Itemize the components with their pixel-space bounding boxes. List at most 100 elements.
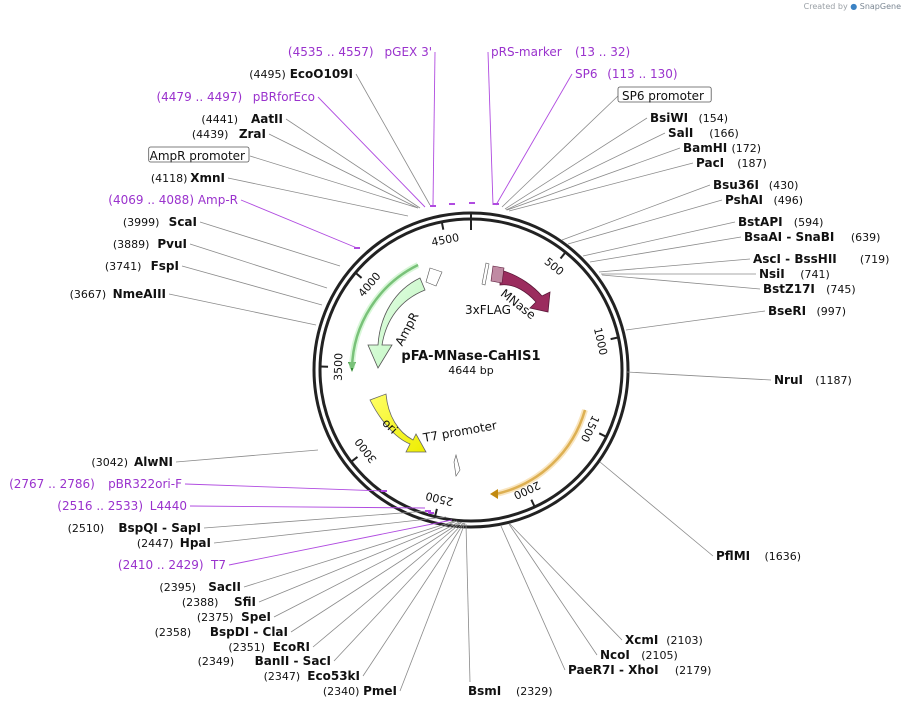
site-pos: (639)	[851, 231, 881, 244]
leader	[599, 461, 714, 557]
left-label-3[interactable]: AatII(4441)	[201, 112, 283, 126]
right-label-1[interactable]: SP6(113 .. 130)	[575, 67, 678, 81]
right-label-11[interactable]: AscI - BssHII(719)	[753, 252, 889, 266]
site-name: SacII	[208, 580, 241, 594]
leader	[181, 265, 323, 306]
site-pos: (1636)	[765, 550, 802, 563]
left-label-2[interactable]: pBRforEco(4479 .. 4497)	[156, 90, 315, 104]
site-pos: (2395)	[159, 581, 196, 594]
left-label-7[interactable]: Amp-R(4069 .. 4088)	[108, 193, 238, 207]
arc-green-glow	[349, 262, 420, 369]
feature-mnase-arrow[interactable]	[499, 269, 551, 313]
feature-small-box	[481, 262, 490, 286]
feature-ampr-arrow[interactable]	[367, 277, 426, 369]
left-label-10[interactable]: FspI(3741)	[105, 259, 179, 273]
leader	[399, 522, 466, 692]
left-label-11[interactable]: NmeAIII(3667)	[70, 287, 166, 301]
left-label-22[interactable]: EcoRI(2351)	[228, 640, 310, 654]
left-label-8[interactable]: ScaI(3999)	[123, 215, 197, 229]
leader	[317, 96, 426, 208]
left-label-23[interactable]: BanII - SacI(2349)	[198, 654, 331, 668]
left-label-15[interactable]: BspQI - SapI(2510)	[68, 521, 201, 535]
left-label-25[interactable]: PmeI(2340)	[323, 684, 397, 698]
feature-name: T7	[210, 558, 226, 572]
left-label-17[interactable]: T7(2410 .. 2429)	[118, 558, 226, 572]
feature-label-t7-promoter: T7 promoter	[421, 418, 498, 445]
leader	[249, 155, 419, 209]
arc-orange-glow	[495, 409, 588, 497]
site-pos: (2347)	[264, 670, 301, 683]
label-layer: pGEX 3'(4535 .. 4557) EcoO109I(4495) pBRfo…	[9, 45, 889, 698]
left-label-19[interactable]: SfiI(2388)	[182, 595, 256, 609]
credit-prefix: Created by	[803, 2, 848, 11]
leader	[273, 521, 460, 618]
right-label-4[interactable]: SalI(166)	[668, 126, 739, 140]
right-label-5[interactable]: BamHI (172)	[683, 141, 761, 155]
right-label-6[interactable]: PacI (187)	[696, 156, 767, 170]
site-pos: (2375)	[197, 611, 234, 624]
right-label-2[interactable]: SP6 promoter	[617, 86, 712, 103]
left-label-16[interactable]: HpaI(2447)	[137, 536, 211, 550]
right-label-18[interactable]: NcoI(2105)	[600, 648, 678, 662]
feature-3xflag-arrow[interactable]	[490, 265, 505, 284]
site-pos: (4118)	[151, 172, 188, 185]
left-label-9[interactable]: PvuI(3889)	[113, 237, 187, 251]
site-name: NcoI	[600, 648, 630, 662]
right-label-7[interactable]: Bsu36I(430)	[713, 178, 798, 192]
tick-1000	[610, 336, 619, 341]
right-label-3[interactable]: BsiWI(154)	[650, 111, 728, 125]
left-label-18[interactable]: SacII (2395)	[159, 580, 241, 594]
site-name: BamHI	[683, 141, 727, 155]
site-name: HpaI	[180, 536, 211, 550]
right-label-8[interactable]: PshAI(496)	[725, 193, 803, 207]
left-label-24[interactable]: Eco53kI(2347)	[264, 669, 360, 683]
site-pos: (4439)	[192, 128, 229, 141]
leader	[465, 523, 471, 683]
left-label-5[interactable]: AmpR promoter	[148, 146, 250, 163]
left-label-0[interactable]: pGEX 3'(4535 .. 4557)	[288, 45, 432, 59]
leader	[355, 73, 431, 206]
site-name: PacI	[696, 156, 724, 170]
site-pos: (172)	[732, 142, 762, 155]
leader	[268, 133, 419, 209]
right-label-19[interactable]: PaeR7I - XhoI(2179)	[568, 663, 711, 677]
site-name: NsiI	[759, 267, 785, 281]
feature-name: pRS-marker	[491, 45, 562, 59]
right-label-10[interactable]: BsaAI - SnaBI(639)	[744, 230, 880, 244]
bottom-label-0[interactable]: BsmI(2329)	[468, 684, 553, 698]
leader	[601, 274, 761, 290]
left-label-20[interactable]: SpeI(2375)	[197, 610, 271, 624]
left-label-13[interactable]: pBR322ori-F(2767 .. 2786)	[9, 477, 182, 491]
right-label-14[interactable]: BseRI(997)	[768, 304, 846, 318]
leader	[258, 520, 458, 603]
tick-label: 2500	[424, 489, 454, 508]
feature-range: (13 .. 32)	[575, 45, 630, 59]
tick-3000	[350, 456, 359, 463]
snapgene-credit: Created by ● SnapGene	[804, 2, 901, 11]
feature-t7-arrow	[453, 453, 461, 477]
right-label-16[interactable]: PflMI(1636)	[716, 549, 801, 563]
right-label-0[interactable]: pRS-marker (13 .. 32)	[491, 45, 630, 59]
leader	[243, 520, 456, 588]
right-label-13[interactable]: BstZ17I(745)	[763, 282, 856, 296]
feature-range: (4069 .. 4088)	[108, 193, 194, 207]
site-pos: (719)	[860, 253, 890, 266]
right-label-15[interactable]: NruI(1187)	[774, 373, 852, 387]
left-label-14[interactable]: L4440(2516 .. 2533)	[57, 499, 187, 513]
feature-ori-arrow[interactable]	[369, 393, 427, 453]
left-label-6[interactable]: XmnI(4118)	[151, 171, 225, 185]
map-title: pFA-MNase-CaHIS1	[401, 349, 540, 364]
right-label-9[interactable]: BstAPI(594)	[738, 215, 823, 229]
site-pos: (745)	[826, 283, 856, 296]
left-label-1[interactable]: EcoO109I(4495)	[249, 67, 353, 81]
right-label-12[interactable]: NsiI(741)	[759, 267, 830, 281]
right-label-17[interactable]: XcmI(2103)	[625, 633, 703, 647]
site-pos: (187)	[737, 157, 767, 170]
left-label-4[interactable]: ZraI(4439)	[192, 127, 266, 141]
leader	[506, 147, 681, 211]
left-label-21[interactable]: BspDI - ClaI(2358)	[155, 625, 288, 639]
feature-name: L4440	[150, 499, 187, 513]
leader	[184, 483, 385, 492]
left-label-12[interactable]: AlwNI(3042)	[91, 455, 173, 469]
site-name: BstAPI	[738, 215, 783, 229]
